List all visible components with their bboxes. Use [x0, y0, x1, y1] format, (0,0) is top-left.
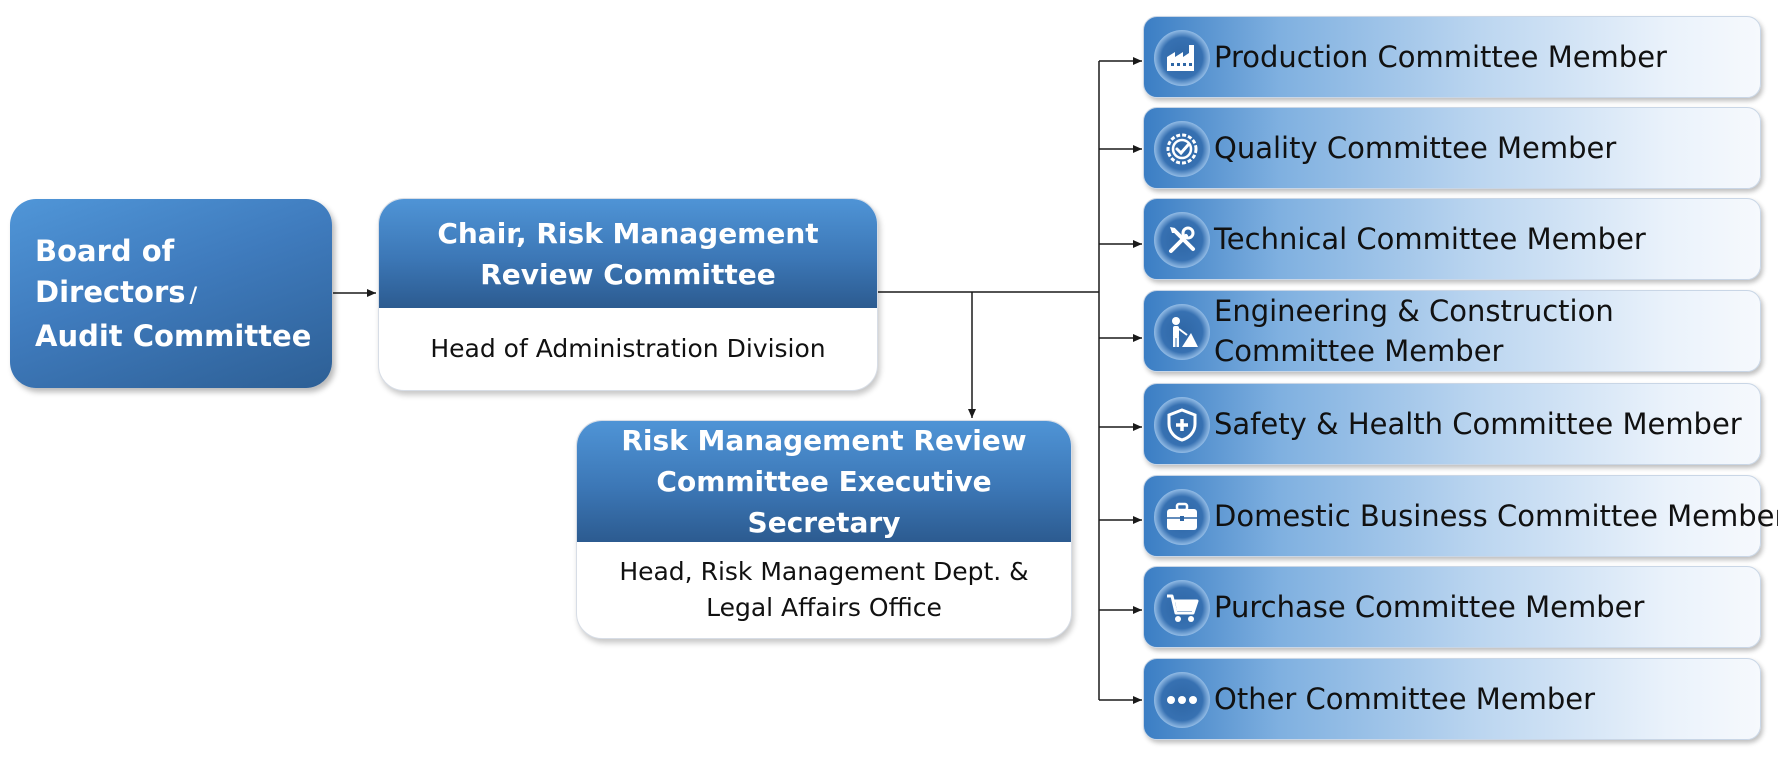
board-line1: Board of Directors	[35, 233, 186, 309]
member-engineering: Engineering & Construction Committee Mem…	[1143, 290, 1761, 372]
shield-plus-icon	[1154, 397, 1210, 453]
member-label: Safety & Health Committee Member	[1214, 407, 1742, 441]
member-domestic: Domestic Business Committee Member	[1143, 475, 1778, 557]
board-line2: Audit Committee	[35, 318, 312, 353]
secretary-subtitle-line1: Head, Risk Management Dept. &	[619, 557, 1029, 586]
chair-card: Chair, Risk Management Review Committee …	[378, 198, 878, 391]
chair-title-line1: Chair, Risk Management	[437, 216, 819, 250]
member-label: Quality Committee Member	[1214, 131, 1617, 165]
secretary-title-line2: Committee Executive Secretary	[656, 465, 992, 539]
shopping-cart-icon	[1154, 580, 1210, 636]
member-quality: Quality Committee Member	[1143, 107, 1761, 189]
construction-worker-icon	[1154, 304, 1210, 360]
chair-subtitle: Head of Administration Division	[379, 308, 877, 390]
member-label: Engineering & Construction Committee Mem…	[1214, 294, 1614, 368]
member-technical: Technical Committee Member	[1143, 198, 1761, 280]
member-purchase: Purchase Committee Member	[1143, 566, 1761, 648]
board-of-directors-box: Board of Directors/ Audit Committee	[10, 199, 332, 388]
member-label: Production Committee Member	[1214, 40, 1667, 74]
member-production: Production Committee Member	[1143, 16, 1761, 98]
board-slash: /	[189, 282, 198, 307]
member-safety: Safety & Health Committee Member	[1143, 383, 1761, 465]
quality-badge-icon	[1154, 121, 1210, 177]
chair-title-line2: Review Committee	[480, 257, 776, 291]
member-label: Other Committee Member	[1214, 682, 1596, 716]
member-label: Domestic Business Committee Member	[1214, 499, 1778, 533]
tools-icon	[1154, 212, 1210, 268]
member-label: Technical Committee Member	[1214, 222, 1646, 256]
secretary-title: Risk Management Review Committee Executi…	[577, 421, 1071, 542]
briefcase-icon	[1154, 489, 1210, 545]
chair-title: Chair, Risk Management Review Committee	[379, 199, 877, 308]
secretary-subtitle-line2: Legal Affairs Office	[706, 593, 942, 622]
factory-icon	[1154, 30, 1210, 86]
more-dots-icon	[1154, 672, 1210, 728]
member-label: Purchase Committee Member	[1214, 590, 1645, 624]
member-other: Other Committee Member	[1143, 658, 1761, 740]
chair-subtitle-text: Head of Administration Division	[430, 334, 826, 363]
secretary-card: Risk Management Review Committee Executi…	[576, 420, 1072, 639]
secretary-subtitle: Head, Risk Management Dept. & Legal Affa…	[577, 542, 1071, 638]
secretary-title-line1: Risk Management Review	[621, 424, 1027, 457]
